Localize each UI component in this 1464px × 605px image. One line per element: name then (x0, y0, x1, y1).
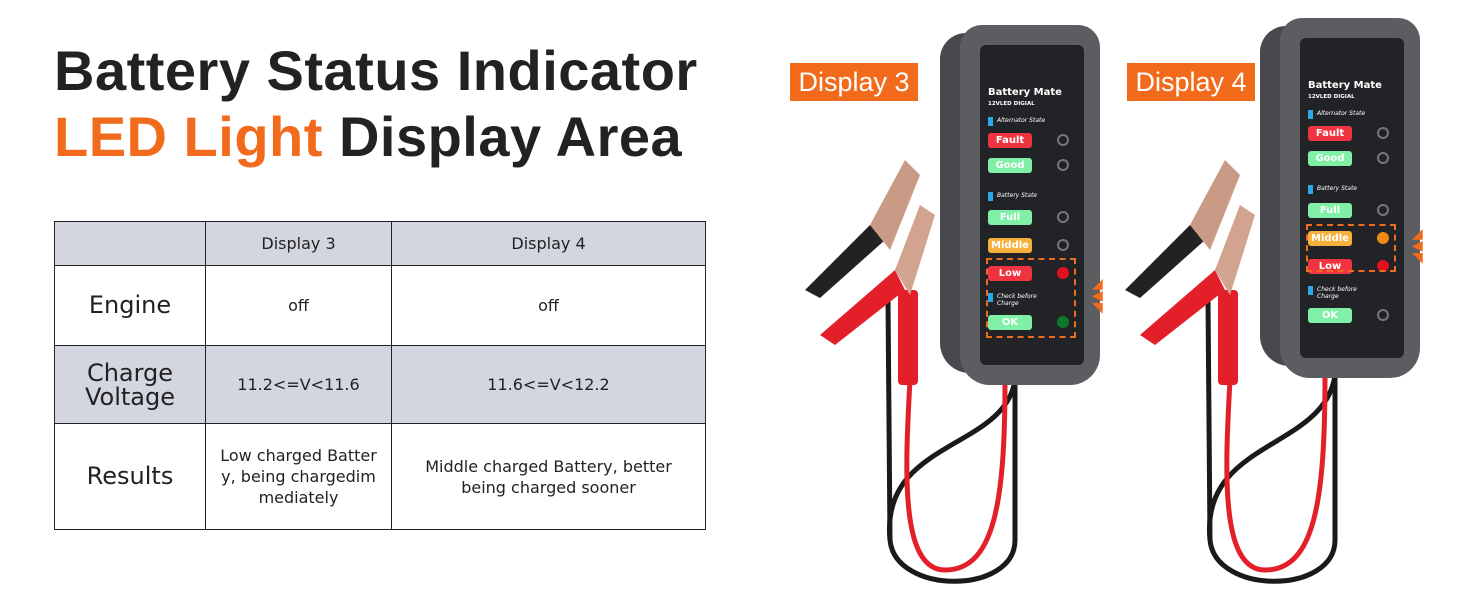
section-battery: Battery State (988, 192, 1037, 201)
black-clamp-handle-icon (1125, 225, 1205, 298)
led-ok-icon (1377, 309, 1389, 321)
brand-label: Battery Mate (988, 87, 1062, 98)
cell: 11.2<=V<11.6 (205, 345, 392, 424)
cell: Low charged Battery, being chargedimmedi… (205, 423, 392, 530)
cell: off (205, 265, 392, 346)
black-cable (1205, 299, 1213, 541)
led-middle-icon (1057, 239, 1069, 251)
row-label-charge-voltage: Charge Voltage (54, 345, 206, 424)
model-label: 12VLED DIGIAL (988, 101, 1035, 107)
cell: Middle charged Battery, better being cha… (391, 423, 706, 530)
headline-line2: LED Light Display Area (54, 104, 682, 169)
section-check: Check before Charge (1308, 286, 1368, 300)
row-label-engine: Engine (54, 265, 206, 346)
led-full-icon (1377, 204, 1389, 216)
attention-rays-icon: ◢ ◀ ◥ (1092, 276, 1103, 316)
cell: 11.6<=V<12.2 (391, 345, 706, 424)
display-4-label: Display 4 (1127, 63, 1255, 101)
red-cable (1224, 374, 1328, 573)
headline-rest: Display Area (322, 105, 683, 168)
black-clamp-jaw-icon (870, 160, 920, 250)
section-alternator: Alternator State (988, 117, 1045, 126)
section-check: Check before Charge (988, 293, 1048, 307)
led-good-icon (1057, 159, 1069, 171)
indicator-fault: Fault (1308, 126, 1352, 141)
red-sleeve (898, 290, 918, 385)
header-display-3: Display 3 (205, 221, 392, 266)
led-panel: Battery Mate 12VLED DIGIAL Alternator Stat… (1300, 38, 1404, 358)
indicator-fault: Fault (988, 133, 1032, 148)
indicator-full: Full (988, 210, 1032, 225)
indicator-low: Low (988, 266, 1032, 281)
black-clamp-jaw-icon (1190, 160, 1240, 250)
led-panel: Battery Mate 12VLED DIGIAL Alternator Stat… (980, 45, 1084, 365)
indicator-middle: Middle (1308, 231, 1352, 246)
indicator-middle: Middle (988, 238, 1032, 253)
model-label: 12VLED DIGIAL (1308, 94, 1355, 100)
highlight-box (986, 258, 1076, 338)
headline-accent: LED Light (54, 105, 323, 168)
red-clamp-jaw-icon (895, 205, 935, 295)
red-sleeve (1218, 290, 1238, 385)
section-battery: Battery State (1308, 185, 1357, 194)
led-ok-icon (1057, 316, 1069, 328)
led-fault-icon (1377, 127, 1389, 139)
battery-tester-display-4: Battery Mate 12VLED DIGIAL Alternator Stat… (1260, 18, 1440, 598)
red-clamp-jaw-icon (1215, 205, 1255, 295)
indicator-ok: OK (1308, 308, 1352, 323)
indicator-good: Good (988, 158, 1032, 173)
row-label-results: Results (54, 423, 206, 530)
led-middle-icon (1377, 232, 1389, 244)
cell: off (391, 265, 706, 346)
led-low-icon (1057, 267, 1069, 279)
red-clamp-handle-icon (820, 270, 905, 345)
red-cable (904, 379, 1008, 573)
header-display-4: Display 4 (391, 221, 706, 266)
led-fault-icon (1057, 134, 1069, 146)
red-clamp-handle-icon (1140, 270, 1225, 345)
led-good-icon (1377, 152, 1389, 164)
led-full-icon (1057, 211, 1069, 223)
indicator-good: Good (1308, 151, 1352, 166)
black-cable (885, 299, 893, 541)
battery-tester-display-3: Battery Mate 12VLED DIGIAL Alternator Stat… (940, 25, 1120, 605)
black-clamp-handle-icon (805, 225, 885, 298)
indicator-full: Full (1308, 203, 1352, 218)
comparison-table: Display 3 Display 4 Engine off off Charg… (54, 221, 706, 530)
headline-line1: Battery Status Indicator (54, 39, 698, 102)
highlight-box (1306, 224, 1396, 272)
attention-rays-icon: ◢ ◀ ◥ (1412, 226, 1423, 266)
section-alternator: Alternator State (1308, 110, 1365, 119)
brand-label: Battery Mate (1308, 80, 1382, 91)
display-3-label: Display 3 (790, 63, 918, 101)
indicator-ok: OK (988, 315, 1032, 330)
